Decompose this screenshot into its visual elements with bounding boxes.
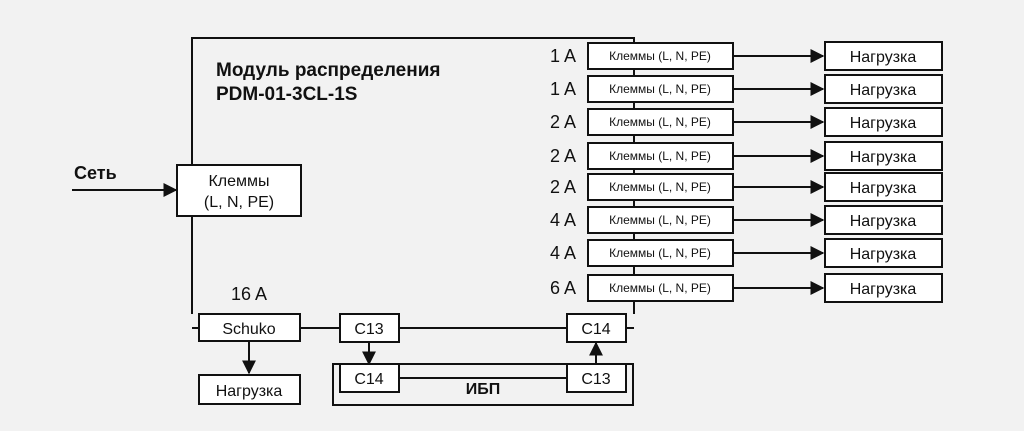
output-terminal-box xyxy=(587,108,734,136)
output-terminal-label: Клеммы (L, N, PE) xyxy=(609,82,711,96)
schuko-load-label: Нагрузка xyxy=(216,383,283,400)
output-load-label: Нагрузка xyxy=(850,149,917,166)
ups-outline xyxy=(332,363,634,406)
output-rating: 1 A xyxy=(550,46,576,66)
output-terminal-label: Клеммы (L, N, PE) xyxy=(609,281,711,295)
output-load-label: Нагрузка xyxy=(850,180,917,197)
ups-label: ИБП xyxy=(466,381,501,398)
output-load-box xyxy=(824,41,943,71)
output-terminal-label: Клеммы (L, N, PE) xyxy=(609,115,711,129)
module-model: PDM-01-3CL-1S xyxy=(216,84,357,105)
output-rating: 4 A xyxy=(550,243,576,263)
output-terminal-label: Клеммы (L, N, PE) xyxy=(609,213,711,227)
module-c14-box xyxy=(566,313,627,343)
output-terminal-label: Клеммы (L, N, PE) xyxy=(609,49,711,63)
output-terminal-box xyxy=(587,173,734,201)
output-terminal-label: Клеммы (L, N, PE) xyxy=(609,149,711,163)
schuko-rating: 16 A xyxy=(231,284,267,304)
output-load-box xyxy=(824,141,943,171)
output-load-box xyxy=(824,205,943,235)
module-c13-label: C13 xyxy=(354,321,383,338)
output-load-box xyxy=(824,107,943,137)
output-rows: 1 A Клеммы (L, N, PE) Нагрузка 1 A Клеммы (L… xyxy=(550,41,943,303)
output-load-box xyxy=(824,273,943,303)
output-rating: 2 A xyxy=(550,177,576,197)
output-rating: 6 A xyxy=(550,278,576,298)
schuko-load-box xyxy=(198,374,301,405)
output-load-box xyxy=(824,172,943,202)
output-terminal-box xyxy=(587,274,734,302)
output-rating: 1 A xyxy=(550,79,576,99)
output-load-label: Нагрузка xyxy=(850,49,917,66)
ups-c14-box xyxy=(339,363,400,393)
output-load-box xyxy=(824,74,943,104)
output-load-label: Нагрузка xyxy=(850,82,917,99)
schuko-label: Schuko xyxy=(222,321,275,338)
output-load-label: Нагрузка xyxy=(850,213,917,230)
ups-c13-label: C13 xyxy=(581,371,610,388)
output-terminal-label: Клеммы (L, N, PE) xyxy=(609,246,711,260)
output-rating: 2 A xyxy=(550,146,576,166)
input-terminal-box xyxy=(176,164,302,217)
source-label: Сеть xyxy=(74,163,117,183)
ups-c14-label: C14 xyxy=(354,371,383,388)
output-load-label: Нагрузка xyxy=(850,281,917,298)
output-load-label: Нагрузка xyxy=(850,115,917,132)
output-load-label: Нагрузка xyxy=(850,246,917,263)
output-terminal-box xyxy=(587,239,734,267)
module-title: Модуль распределения xyxy=(216,60,440,81)
output-load-box xyxy=(824,238,943,268)
output-terminal-label: Клеммы (L, N, PE) xyxy=(609,180,711,194)
output-terminal-box xyxy=(587,75,734,103)
output-rating: 4 A xyxy=(550,210,576,230)
input-terminal-spec: (L, N, PE) xyxy=(204,194,274,211)
ups-c13-box xyxy=(566,363,627,393)
output-rating: 2 A xyxy=(550,112,576,132)
input-terminal-label: Клеммы xyxy=(208,173,269,190)
module-c14-label: C14 xyxy=(581,321,610,338)
